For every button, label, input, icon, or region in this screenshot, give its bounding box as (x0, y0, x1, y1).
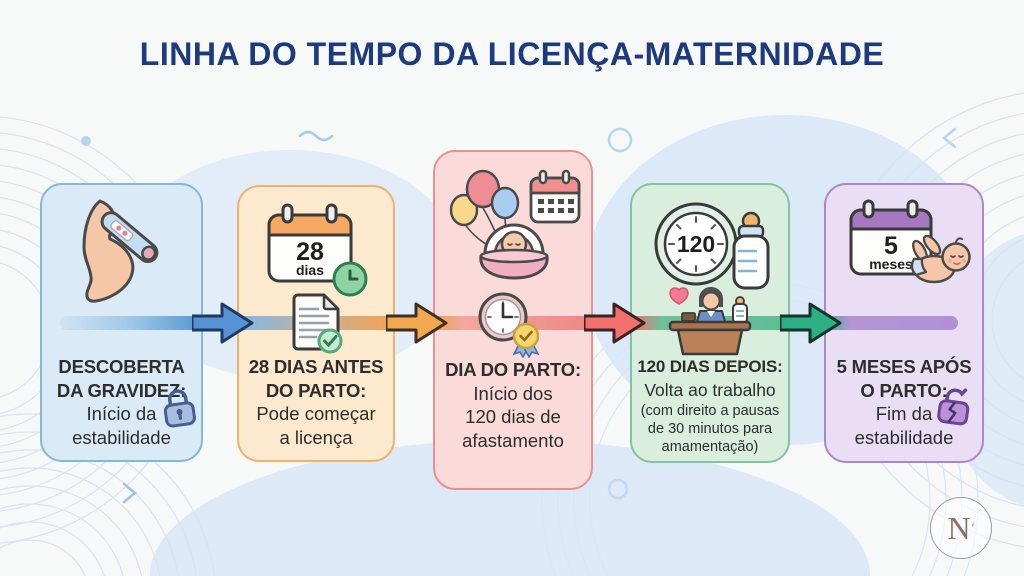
step-note: de 30 minutos para (647, 421, 773, 437)
card-28-dias-text: 28 DIAS ANTES DO PARTO: Pode começar a l… (239, 355, 393, 449)
award-badge-icon (512, 322, 540, 358)
logo-letter: N (947, 510, 971, 546)
card-descoberta-text: DESCOBERTA DA GRAVIDEZ: Início da estabi… (42, 355, 201, 449)
card-descoberta-content: DESCOBERTA DA GRAVIDEZ: Início da estabi… (40, 183, 203, 462)
step-note: (com direito a pausas (640, 403, 780, 419)
mother-icon (695, 287, 727, 326)
calendar-number: 28 (296, 238, 324, 266)
step-body: Pode começar (256, 403, 376, 424)
card-120-dias-content: 120 (630, 183, 790, 463)
baby-bottle-icon (732, 211, 770, 290)
step-body: Início dos (473, 382, 553, 404)
logo-tick-mark: ′ (971, 520, 975, 535)
step-body: estabilidade (854, 426, 954, 448)
decor-dot (81, 136, 91, 146)
page-title: LINHA DO TEMPO DA LICENÇA-MATERNIDADE (139, 36, 885, 72)
card-28-dias-content: 28 dias 28 DIAS ANTES DO PARTO: Pode (237, 185, 395, 462)
decor-chevron-left-icon (942, 127, 957, 149)
bottle-on-desk-icon (732, 296, 748, 324)
clock-badge-icon (332, 261, 368, 297)
card-dia-parto-content: DIA DO PARTO: Início dos 120 dias de afa… (433, 150, 593, 490)
step-body: 120 dias de (465, 406, 561, 427)
step-note: amamentação) (661, 439, 759, 455)
lock-closed-icon (163, 389, 196, 428)
document-check-icon (292, 293, 343, 354)
step-heading: 120 DIAS DEPOIS: (637, 357, 783, 376)
decor-ring-bottom (607, 478, 629, 500)
calendar-unit: meses (869, 256, 913, 272)
step-heading: DA GRAVIDEZ: (56, 379, 187, 401)
step-heading: O PARTO: (860, 379, 948, 401)
calendar-5-meses-icon: 5 meses (849, 199, 933, 276)
baby-bassinet-icon (479, 223, 549, 280)
step-heading: DESCOBERTA (58, 356, 185, 377)
decor-chevron-right-icon (122, 482, 137, 504)
timeline-arrow-2-icon (386, 302, 448, 344)
calendar-unit: dias (296, 262, 324, 278)
pregnancy-test-icon (100, 211, 159, 264)
timeline-arrow-1-icon (192, 302, 254, 344)
timeline-arrow-3-icon (584, 302, 646, 344)
step-heading: 5 MESES APÓS (836, 356, 972, 377)
birth-scene-icon (449, 169, 581, 280)
step-body: estabilidade (72, 426, 171, 448)
clock-award-icon (478, 292, 540, 358)
calendar-number: 5 (884, 232, 898, 260)
lock-broken-icon (937, 388, 970, 426)
calendar-icon (529, 169, 581, 224)
step-body: afastamento (462, 429, 564, 451)
step-heading: DO PARTO: (265, 379, 367, 401)
pregnant-belly-icon (82, 199, 159, 303)
step-body: Fim da (875, 403, 933, 424)
step-heading: 28 DIAS ANTES (248, 356, 384, 377)
clock-label: 120 (677, 231, 715, 257)
calendar-28-dias-icon: 28 dias (267, 203, 368, 297)
timeline-arrow-4-icon (780, 302, 842, 344)
card-120-dias-text: 120 DIAS DEPOIS: Volta ao trabalho (com … (632, 355, 788, 456)
decor-ring-top (607, 127, 633, 153)
card-5-meses-content: 5 meses 5 MESES APÓS O PARTO: Fim da est… (824, 183, 984, 463)
decor-squiggle (298, 130, 334, 142)
card-5-meses-text: 5 MESES APÓS O PARTO: Fim da estabilidad… (826, 355, 982, 449)
step-body: a licença (279, 426, 353, 448)
card-dia-parto-text: DIA DO PARTO: Início dos 120 dias de afa… (435, 358, 591, 452)
heart-icon (669, 287, 689, 305)
clock-120-icon: 120 (654, 202, 770, 290)
step-body: Volta ao trabalho (644, 379, 776, 400)
brand-logo: N′ (930, 497, 992, 559)
baby-icon (910, 234, 971, 284)
step-body: Início da (86, 403, 157, 424)
working-mother-desk-icon (668, 287, 752, 356)
step-heading: DIA DO PARTO: (445, 359, 581, 380)
